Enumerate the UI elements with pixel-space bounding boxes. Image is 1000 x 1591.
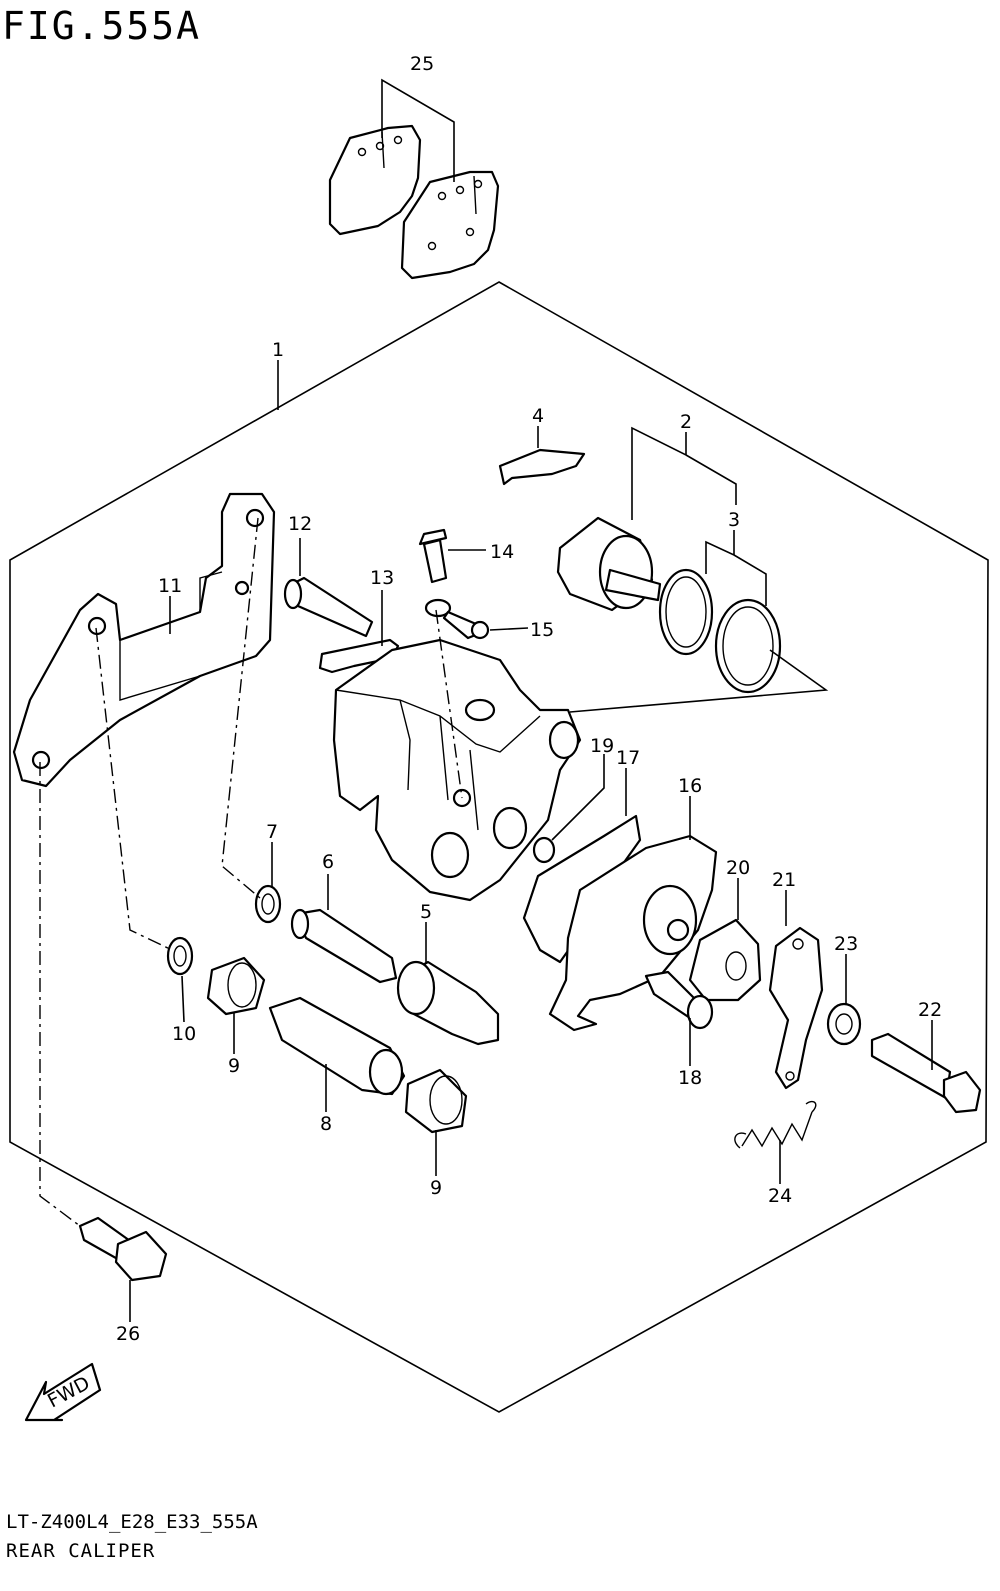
bushing-upper (206, 956, 266, 1016)
callout-7: 7 (266, 821, 278, 843)
pin-boot-upper (396, 960, 500, 1046)
callout-9-upper: 9 (228, 1055, 240, 1077)
callout-labels: 1 2 3 4 5 6 7 8 9 9 10 11 12 13 14 15 16… (116, 53, 942, 1345)
callout-26: 26 (116, 1323, 140, 1345)
callout-24: 24 (768, 1185, 792, 1207)
caliper-body (332, 638, 582, 902)
pad-spring (498, 448, 586, 486)
callout-9-lower: 9 (430, 1177, 442, 1199)
callout-5: 5 (420, 901, 432, 923)
washer (166, 936, 194, 976)
assembly-center-lines (39, 517, 463, 1227)
bleeder-valve (418, 528, 448, 584)
diagram-name: REAR CALIPER (6, 1540, 156, 1562)
cover-bolt (644, 970, 714, 1030)
callout-19: 19 (590, 735, 614, 757)
return-spring (734, 1100, 817, 1149)
callout-25: 25 (410, 53, 434, 75)
bracket-bolt (78, 1216, 168, 1282)
slide-pin-lower (268, 996, 406, 1096)
callout-3: 3 (728, 509, 740, 531)
leader-25 (381, 78, 455, 182)
leader-lines (129, 360, 933, 1322)
brake-pads (328, 124, 500, 280)
piston-seal-a (658, 568, 714, 656)
piston-seal-b (714, 598, 782, 694)
pin-clip (318, 638, 400, 674)
o-ring (532, 836, 556, 864)
caliper-bracket (12, 492, 276, 788)
diagram-code: LT-Z400L4_E28_E33_555A (6, 1511, 258, 1533)
pad-pin (283, 576, 374, 638)
parking-brake-lever (768, 926, 824, 1090)
callout-23: 23 (834, 933, 858, 955)
caliper-piston (556, 516, 662, 612)
callout-14: 14 (490, 541, 514, 563)
bushing-lower (404, 1068, 468, 1134)
lever-nut (826, 1002, 862, 1046)
callout-6: 6 (322, 851, 334, 873)
adjuster (688, 918, 762, 1002)
slide-pin-upper (290, 908, 398, 984)
callout-22: 22 (918, 999, 942, 1021)
figure-title: FIG.555A (2, 4, 202, 48)
callout-20: 20 (726, 857, 750, 879)
callout-11: 11 (158, 575, 182, 597)
callout-13: 13 (370, 567, 394, 589)
callout-16: 16 (678, 775, 702, 797)
callout-15: 15 (530, 619, 554, 641)
bleeder-cap (424, 598, 490, 640)
callout-18: 18 (678, 1067, 702, 1089)
caliper-cover (548, 834, 718, 1032)
callout-12: 12 (288, 513, 312, 535)
callout-21: 21 (772, 869, 796, 891)
adjuster-bolt (870, 1032, 982, 1114)
pin-boot-washer (254, 884, 282, 924)
assembly-outline (9, 281, 989, 1413)
callout-10: 10 (172, 1023, 196, 1045)
callout-4: 4 (532, 405, 544, 427)
callout-1: 1 (272, 339, 284, 361)
callout-8: 8 (320, 1113, 332, 1135)
callout-2: 2 (680, 411, 692, 433)
forward-direction-arrow: FWD (24, 1362, 102, 1422)
callout-17: 17 (616, 747, 640, 769)
